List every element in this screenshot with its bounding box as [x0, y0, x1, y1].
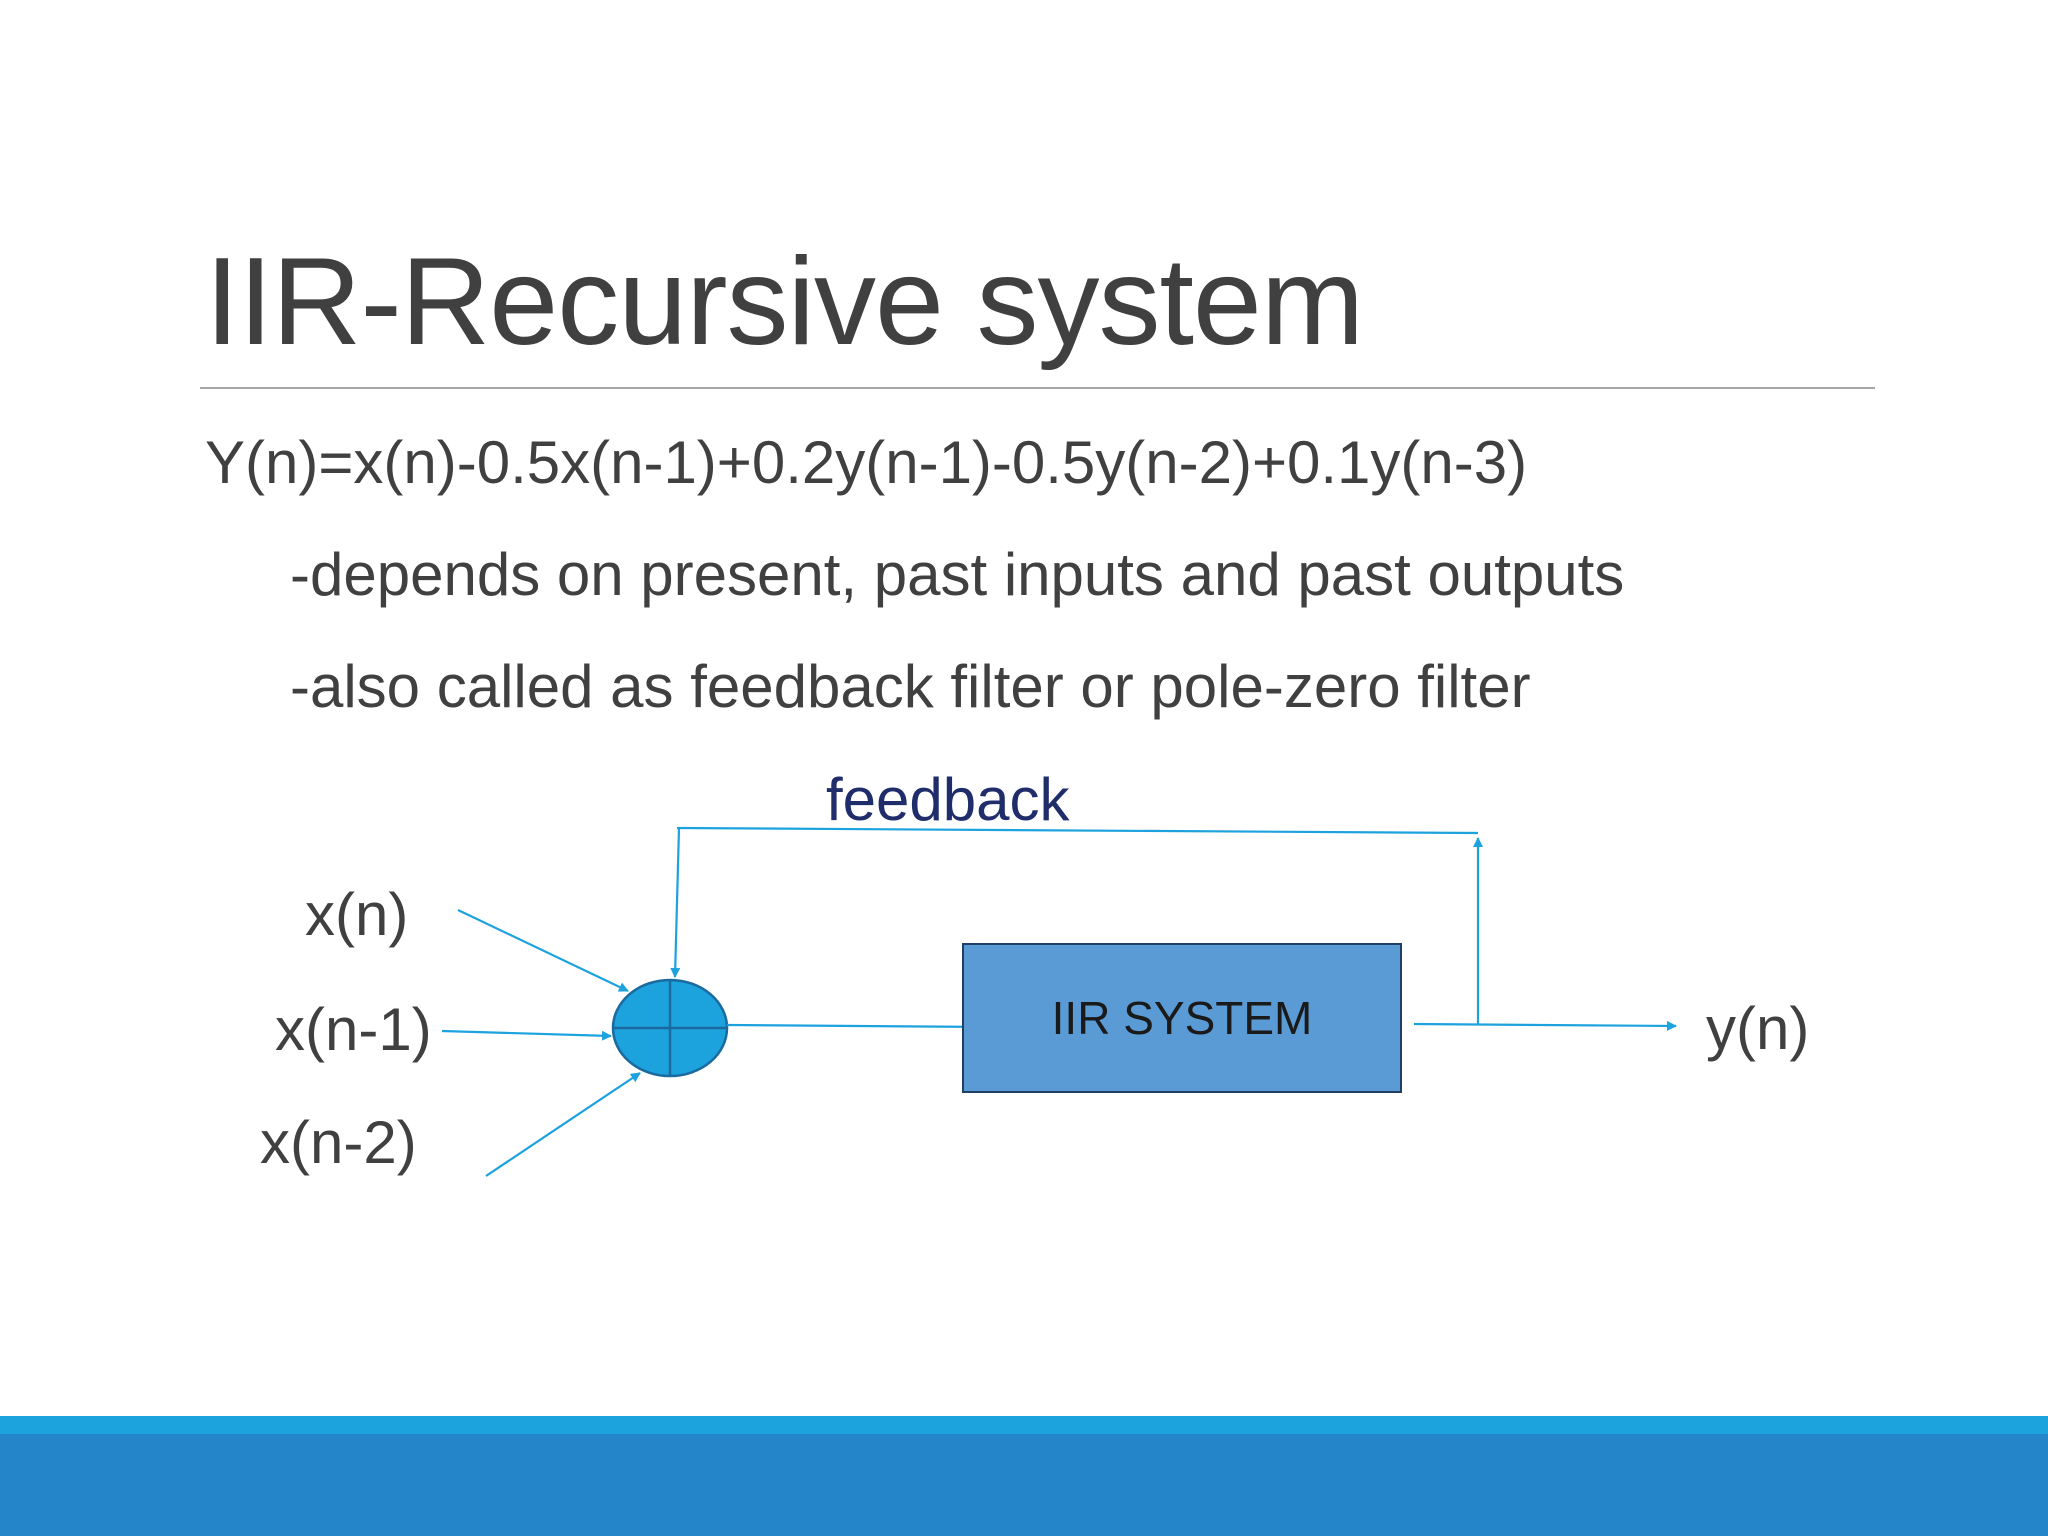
- feedback-top-line: [676, 826, 1479, 835]
- input-label-xn1: x(n-1): [275, 996, 432, 1063]
- output-label-yn: y(n): [1706, 995, 1810, 1062]
- footer-accent-stripe: [0, 1416, 2048, 1434]
- input-label-xn2: x(n-2): [260, 1109, 417, 1176]
- footer-bar: [0, 1434, 2048, 1536]
- feedback-label: feedback: [826, 766, 1070, 833]
- input-arrow-xn: [457, 909, 629, 992]
- input-arrow-xn1: [441, 1029, 612, 1041]
- title-divider: [200, 387, 1875, 389]
- slide-title: IIR-Recursive system: [205, 233, 1364, 371]
- iir-system-label: IIR SYSTEM: [1051, 992, 1313, 1044]
- iir-system-block: IIR SYSTEM: [962, 943, 1402, 1093]
- difference-equation: Y(n)=x(n)-0.5x(n-1)+0.2y(n-1)-0.5y(n-2)+…: [205, 429, 1528, 496]
- input-arrow-xn2: [485, 1072, 641, 1177]
- adder-to-system-arrow: [726, 1021, 991, 1032]
- feedback-drop-arrow: [670, 827, 681, 978]
- input-label-xn: x(n): [305, 881, 409, 948]
- system-to-output-arrow: [1413, 1020, 1677, 1031]
- bullet-item: -depends on present, past inputs and pas…: [290, 541, 1625, 608]
- bullet-item: -also called as feedback filter or pole-…: [290, 653, 1531, 720]
